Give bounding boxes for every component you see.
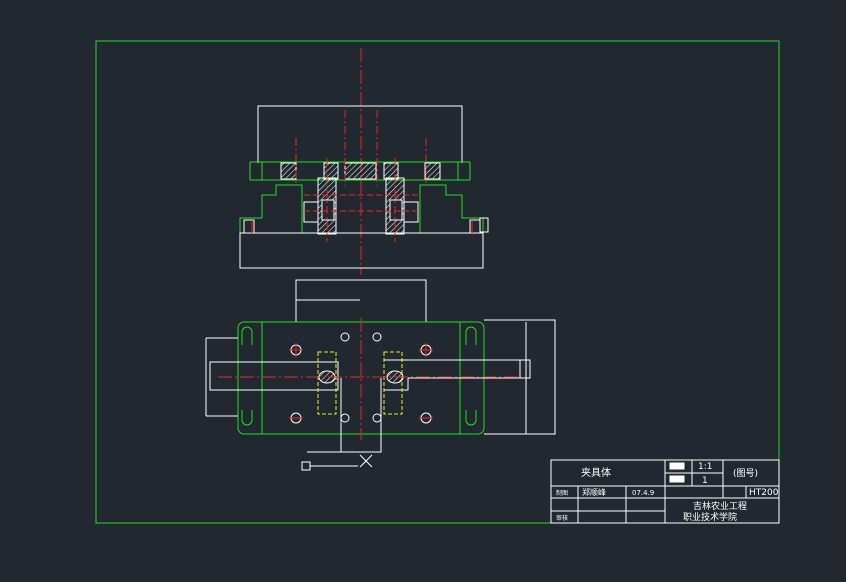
base-outline <box>239 232 484 269</box>
clamp-band <box>249 161 471 181</box>
designer-name: 郑顺峰 <box>582 487 606 497</box>
school-line-2: 职业技术学院 <box>683 511 737 523</box>
plan-view <box>205 279 556 471</box>
part-name: 夹具体 <box>581 466 611 479</box>
quantity-value: 1 <box>702 476 708 486</box>
bolt-hole-8 <box>372 413 382 423</box>
material-value: HT200 <box>749 488 779 498</box>
scale-value: 1:1 <box>698 462 712 472</box>
left-rod <box>209 361 339 391</box>
bolt-hole-7 <box>340 413 350 423</box>
front-section-view <box>239 48 489 275</box>
school-line-1: 吉林农业工程 <box>693 500 747 512</box>
band-hatch-1 <box>280 162 297 180</box>
drawing-number: (图号) <box>733 468 758 479</box>
plan-upper-outline <box>295 279 427 322</box>
title-block <box>550 459 780 524</box>
top-plate-outline <box>257 105 463 163</box>
bolt-hole-5 <box>340 332 350 342</box>
hidden-feature-left <box>317 351 337 415</box>
drawing-date: 07.4.9 <box>632 489 654 497</box>
drawing-frame <box>95 40 780 524</box>
bolt-hole-6 <box>372 332 382 342</box>
band-hatch-5 <box>424 162 441 180</box>
slot-right-top <box>465 326 477 345</box>
slot-right-bottom <box>465 410 477 426</box>
band-hatch-3 <box>344 162 377 180</box>
band-hatch-4 <box>383 162 399 180</box>
band-hatch-2 <box>323 162 339 180</box>
slot-left-top <box>241 326 253 345</box>
hidden-feature-right <box>383 351 403 415</box>
slot-left-bottom <box>241 410 253 426</box>
drawn-label: 制图 <box>556 489 568 497</box>
review-label: 审核 <box>556 514 568 522</box>
